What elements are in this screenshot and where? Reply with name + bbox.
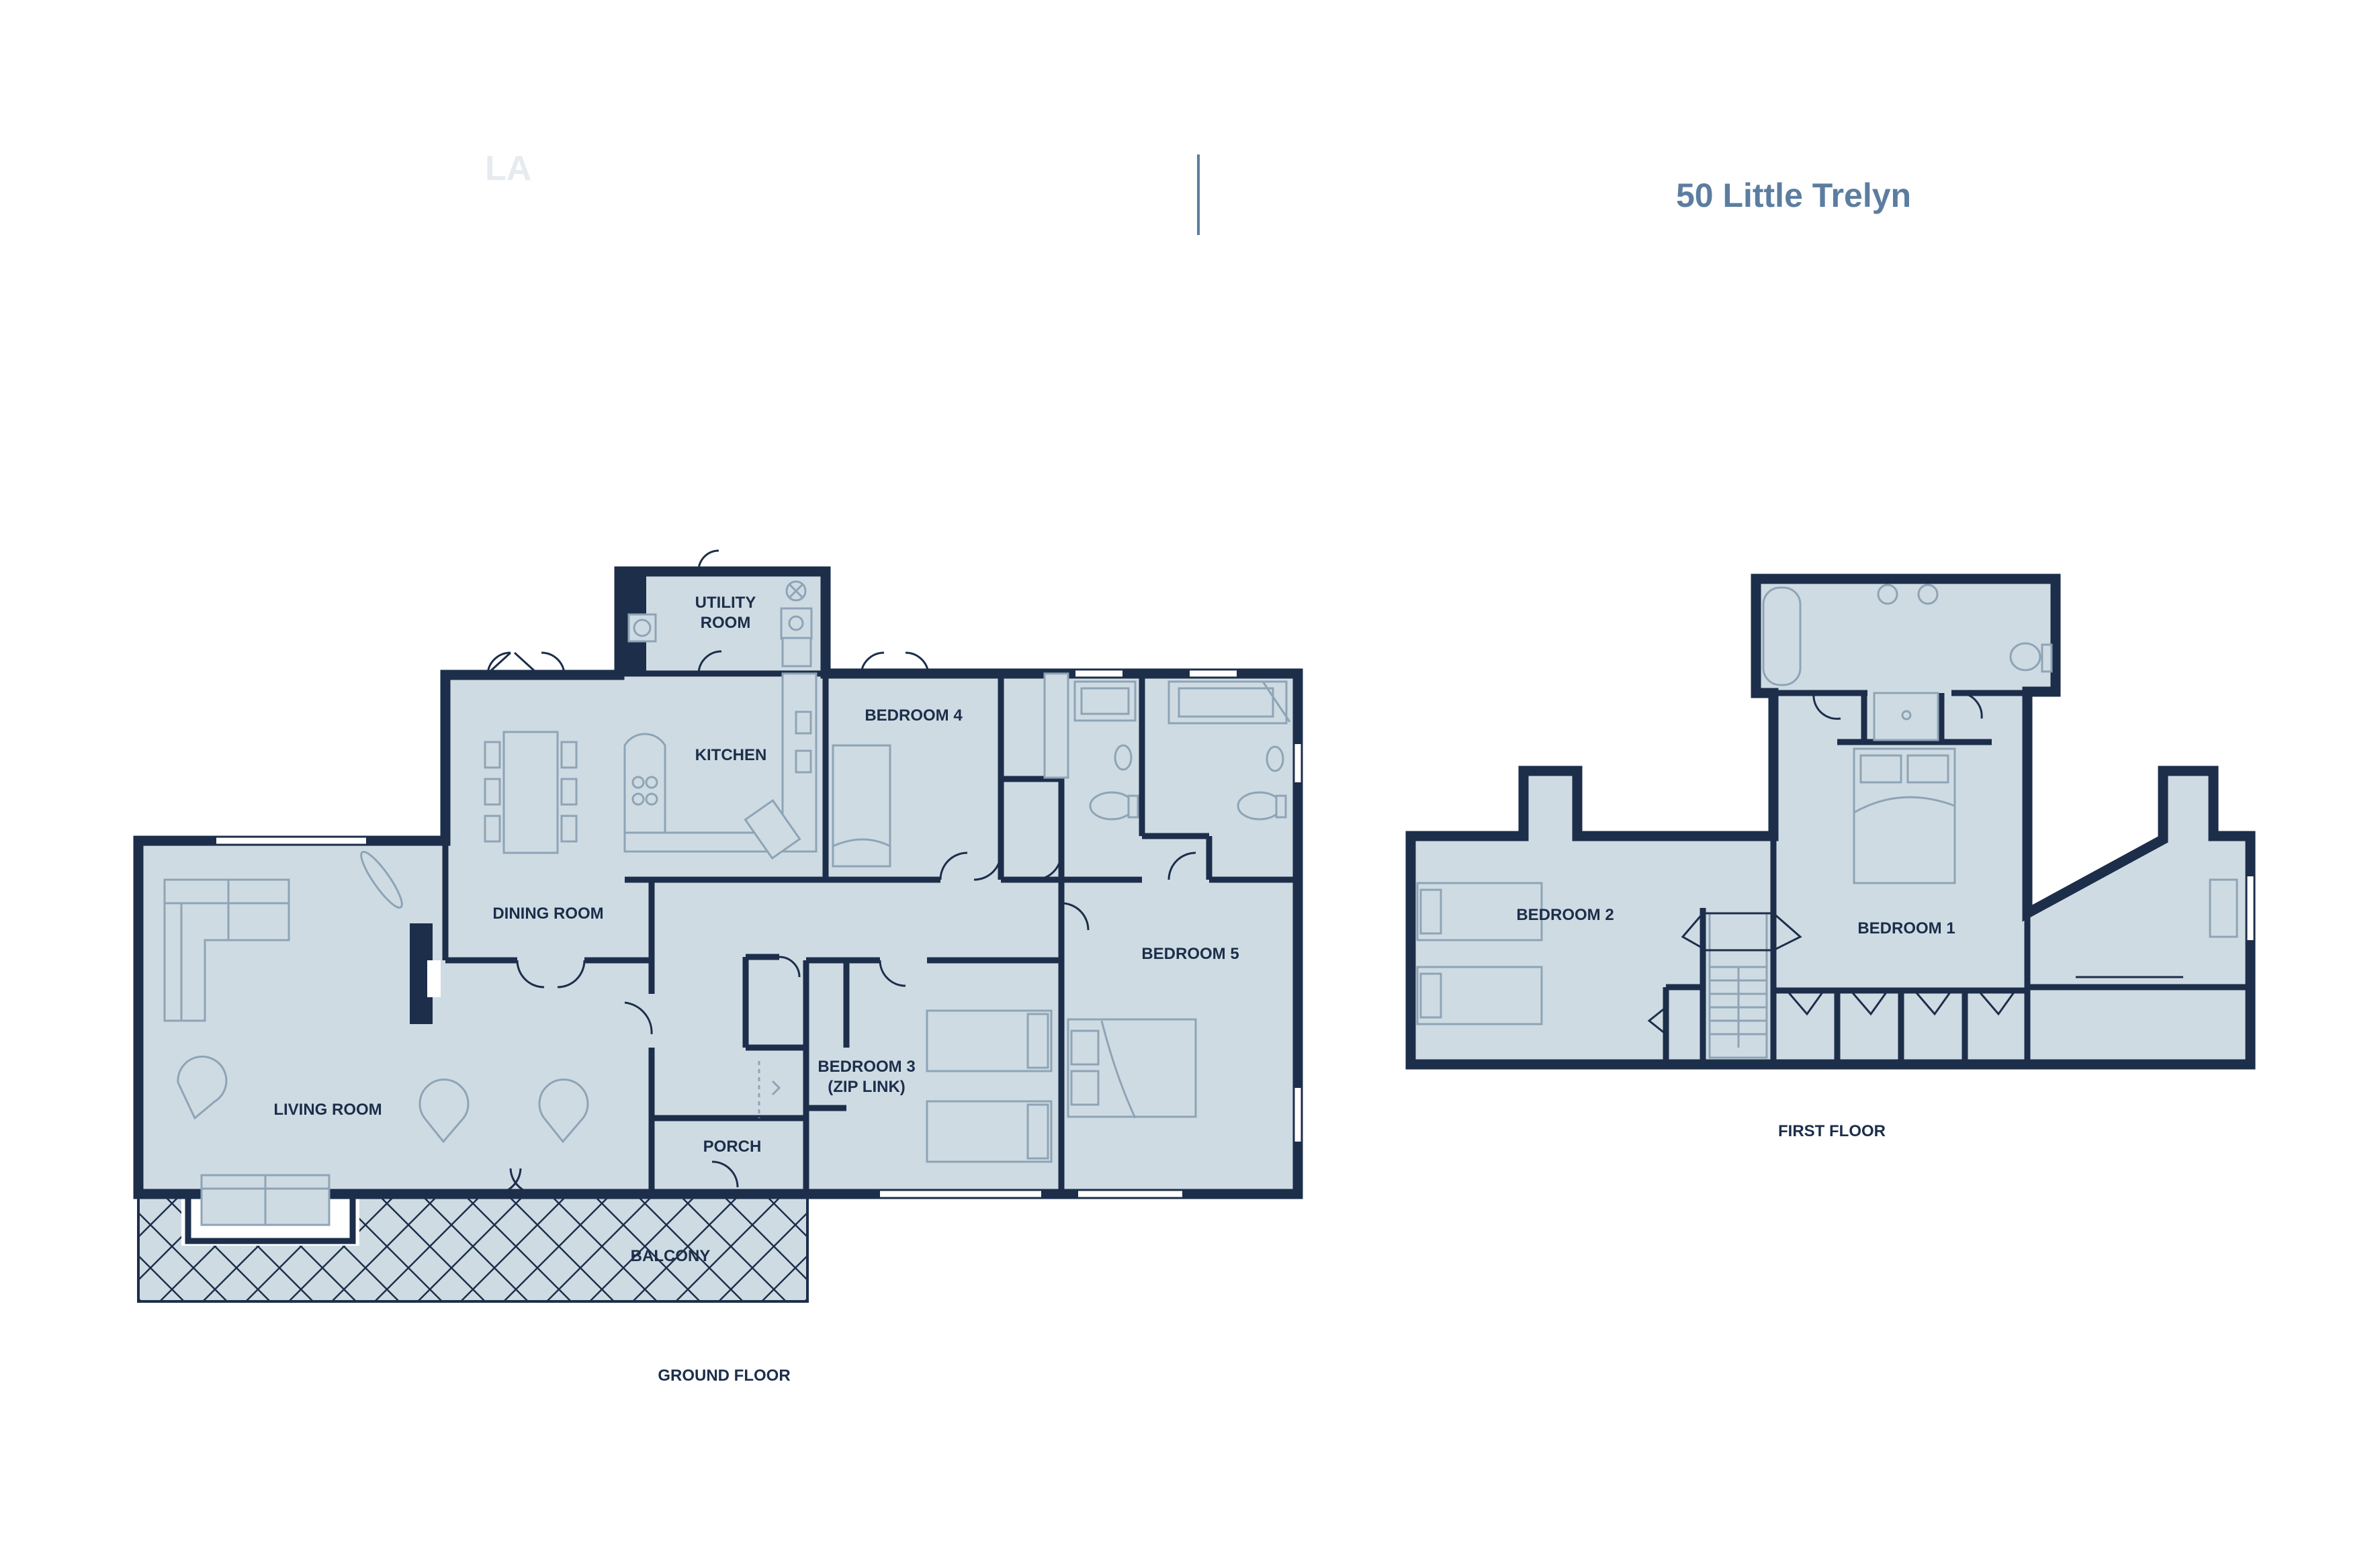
bedroom-3-label-line2: (ZIP LINK) (828, 1078, 906, 1096)
bedroom-4-label: BEDROOM 4 (865, 706, 963, 725)
first-floor-plan: BEDROOM 2 BEDROOM 1 FIRST FLOOR (1405, 573, 2256, 1140)
bedroom-1-label: BEDROOM 1 (1857, 919, 1955, 937)
header: LA 50 Little Trelyn (485, 149, 1911, 235)
ground-floor-label: GROUND FLOOR (658, 1367, 790, 1385)
bedroom-3-label-line1: BEDROOM 3 (818, 1058, 915, 1076)
first-floor-label: FIRST FLOOR (1778, 1122, 1886, 1140)
balcony-label: BALCONY (631, 1247, 711, 1265)
living-room-label: LIVING ROOM (273, 1101, 382, 1119)
porch-label: PORCH (703, 1138, 762, 1156)
utility-room-label-line2: ROOM (701, 614, 751, 632)
utility-room-label-line1: UTILITY (695, 594, 756, 612)
kitchen-label: KITCHEN (695, 746, 767, 764)
bedroom-5-label: BEDROOM 5 (1141, 945, 1239, 963)
dining-room-label: DINING ROOM (492, 905, 603, 923)
ground-floor-plan: UTILITY ROOM KITCHEN BEDROOM 4 DINING RO… (133, 549, 1303, 1385)
bedroom-2-label: BEDROOM 2 (1516, 906, 1614, 924)
page-title: 50 Little Trelyn (1676, 177, 1911, 214)
faded-logo: LA (485, 149, 531, 188)
